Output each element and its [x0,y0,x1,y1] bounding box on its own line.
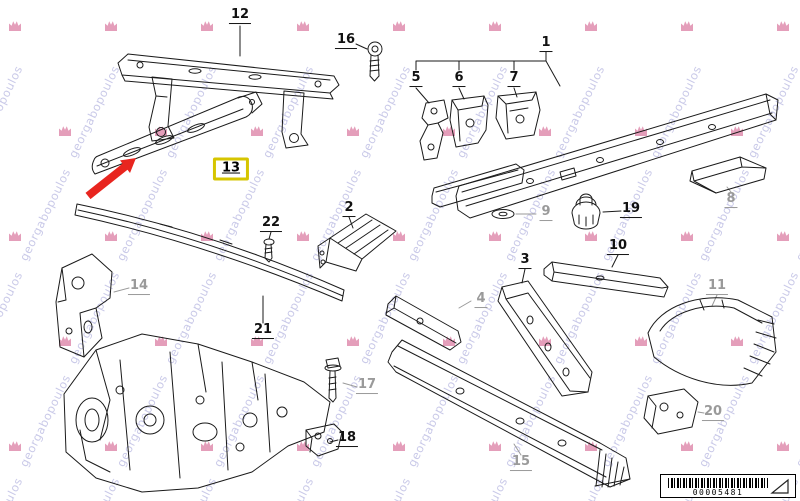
part-label-12[interactable]: 12 [228,7,252,24]
part-11-wheel-arch-drawing [647,297,777,386]
part-6-bracket-drawing [449,95,489,148]
part-label-9[interactable]: 9 [539,204,553,221]
part-label-15[interactable]: 15 [509,454,533,471]
part-15-rail-drawing [387,339,631,488]
part-20-bracket-drawing [643,388,699,435]
part-15-front-panel-drawing [63,333,331,493]
highlight-arrow-icon [85,158,136,200]
part-label-7[interactable]: 7 [507,70,521,87]
part-label-6[interactable]: 6 [452,70,466,87]
part-21-reinforcement-bar-drawing [74,203,345,302]
part-label-20[interactable]: 20 [701,404,725,421]
part-17-bolt-drawing [324,357,342,403]
part-label-19[interactable]: 19 [619,201,643,218]
part-label-21[interactable]: 21 [251,322,275,339]
barcode: 00005481 [660,474,796,498]
part-9-washer-drawing [491,209,515,219]
part-label-8[interactable]: 8 [724,191,738,208]
part-label-22[interactable]: 22 [259,215,283,232]
part-10-sill-strip-drawing [543,261,669,298]
part-8-panel-drawing [689,156,767,194]
part-label-16[interactable]: 16 [334,32,358,49]
part-2-crash-box-drawing [317,213,397,272]
part-label-5[interactable]: 5 [409,70,423,87]
part-label-13[interactable]: 13 [212,157,250,181]
part-14-side-panel-drawing [55,253,113,358]
barcode-number: 00005481 [692,488,744,497]
part-label-10[interactable]: 10 [606,238,630,255]
part-4-rail-section-drawing [385,295,462,351]
leader-lines [239,25,622,443]
part-label-18[interactable]: 18 [335,430,359,447]
part-label-14[interactable]: 14 [127,278,151,295]
barcode-stripes [668,478,768,488]
part-1-frame-rail-drawing [431,93,779,219]
part-label-17[interactable]: 17 [355,377,379,394]
part-22-screw-drawing [263,238,275,263]
part-5-bracket-drawing [419,99,449,161]
part-7-bracket-drawing [495,91,541,140]
part-label-2[interactable]: 2 [342,200,356,217]
part-16-screw-drawing [367,41,383,82]
part-3-rail-drawing [497,280,593,397]
part-12-crossmember-drawing [117,53,340,149]
triangle-icon [770,478,789,494]
part-13-bracket-strip-drawing [91,91,263,175]
part-label-3[interactable]: 3 [518,252,532,269]
part-label-4[interactable]: 4 [474,291,488,308]
part-19-grommet-drawing [571,193,601,230]
part-label-1[interactable]: 1 [539,35,553,52]
part-label-11[interactable]: 11 [705,278,729,295]
